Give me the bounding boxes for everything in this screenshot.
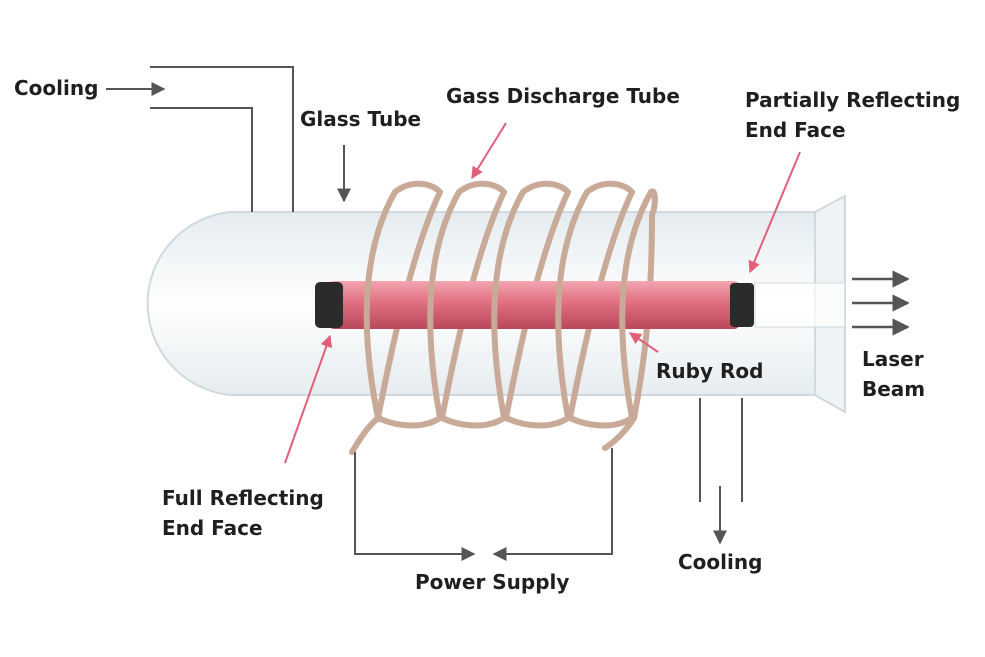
label-laser-beam: Laser Beam — [862, 344, 925, 404]
label-partial-reflect-line2: End Face — [745, 118, 846, 142]
power-supply-lines — [354, 448, 613, 561]
laser-beam-arrows — [852, 270, 910, 336]
ruby-rod-pointer — [629, 332, 659, 353]
full-reflecting-mirror — [315, 282, 343, 328]
full-reflect-pointer — [284, 334, 333, 464]
partial-reflecting-mirror — [730, 283, 754, 327]
label-full-reflect: Full Reflecting End Face — [162, 483, 324, 543]
label-laser-beam-line1: Laser — [862, 347, 924, 371]
discharge-tube-pointer — [471, 122, 507, 180]
ruby-rod — [315, 281, 754, 329]
label-laser-beam-line2: Beam — [862, 377, 926, 401]
partial-reflect-pointer — [748, 151, 801, 274]
label-glass-tube: Glass Tube — [300, 107, 422, 131]
label-full-reflect-line1: Full Reflecting — [162, 486, 324, 510]
pointer-arrows — [284, 122, 801, 464]
discharge-tube-coil-front — [349, 180, 658, 455]
label-partial-reflect: Partially Reflecting End Face — [745, 85, 960, 145]
cooling-outlet-lines — [699, 398, 743, 545]
label-ruby-rod: Ruby Rod — [656, 359, 764, 383]
label-partial-reflect-line1: Partially Reflecting — [745, 88, 961, 112]
label-cooling-in: Cooling — [14, 76, 99, 100]
cooling-inlet-lines — [106, 66, 294, 212]
label-discharge-tube: Gass Discharge Tube — [446, 84, 680, 108]
label-power-supply: Power Supply — [415, 570, 570, 594]
label-full-reflect-line2: End Face — [162, 516, 263, 540]
label-cooling-out: Cooling — [678, 550, 763, 574]
